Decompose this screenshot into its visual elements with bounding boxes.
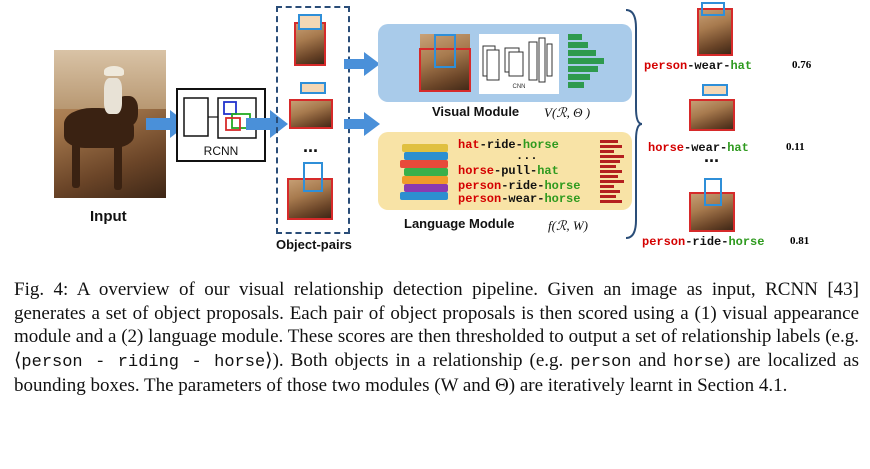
arrow-right-icon bbox=[344, 112, 380, 136]
cnn-label: CNN bbox=[512, 84, 526, 90]
object-box bbox=[434, 34, 456, 68]
output-triple-1: person-wear-hat bbox=[644, 59, 753, 73]
visual-module-input-image bbox=[420, 34, 470, 92]
language-triple-4: person-wear-horse bbox=[458, 192, 581, 206]
subject-box bbox=[689, 192, 735, 232]
language-triple-3: person-ride-horse bbox=[458, 179, 581, 193]
language-module-label: Language Module bbox=[404, 216, 515, 231]
output-triple-3: person-ride-horse bbox=[642, 235, 765, 249]
rcnn-block: RCNN bbox=[176, 88, 266, 162]
visual-module-formula: V(ℛ, Θ ) bbox=[544, 105, 591, 120]
cnn-layers-icon bbox=[482, 37, 553, 83]
language-module-formula: f(ℛ, W) bbox=[548, 218, 588, 233]
language-score-bars bbox=[600, 140, 626, 206]
rcnn-label: RCNN bbox=[203, 144, 239, 158]
output-score-2: 0.11 bbox=[786, 141, 805, 153]
brace-icon bbox=[625, 9, 643, 239]
ellipsis: ... bbox=[704, 146, 720, 166]
input-label: Input bbox=[90, 208, 127, 225]
cnn-diagram: CNN bbox=[479, 34, 559, 94]
output-score-1: 0.76 bbox=[792, 59, 812, 71]
figure-caption: Fig. 4: A overview of our visual relatio… bbox=[14, 279, 860, 396]
subject-box bbox=[287, 178, 333, 220]
output-thumbnail bbox=[690, 192, 734, 230]
object-box bbox=[704, 178, 722, 206]
visual-score-bars bbox=[568, 34, 604, 90]
output-triple-2: horse-wear-hat bbox=[648, 141, 749, 155]
books-icon bbox=[400, 144, 448, 200]
arrow-right-icon bbox=[344, 52, 380, 76]
object-pair-thumbnail bbox=[288, 178, 332, 218]
subject-box bbox=[689, 99, 735, 131]
language-triple-1: hat-ride-horse bbox=[458, 138, 559, 152]
ellipsis: ... bbox=[516, 149, 538, 163]
object-box bbox=[303, 162, 323, 192]
language-triple-2: horse-pull-hat bbox=[458, 164, 559, 178]
object-pairs-label: Object-pairs bbox=[276, 237, 352, 252]
object-box bbox=[702, 84, 728, 96]
output-thumbnail bbox=[690, 100, 734, 130]
output-score-3: 0.81 bbox=[790, 235, 810, 247]
subject-box bbox=[697, 8, 733, 56]
object-pair-thumbnail bbox=[290, 100, 332, 128]
object-box bbox=[298, 14, 322, 30]
ellipsis: ... bbox=[303, 136, 319, 156]
subject-box bbox=[419, 48, 471, 92]
visual-module-label: Visual Module bbox=[432, 104, 520, 119]
object-box bbox=[701, 2, 725, 16]
subject-box bbox=[289, 99, 333, 129]
object-box bbox=[300, 82, 326, 94]
